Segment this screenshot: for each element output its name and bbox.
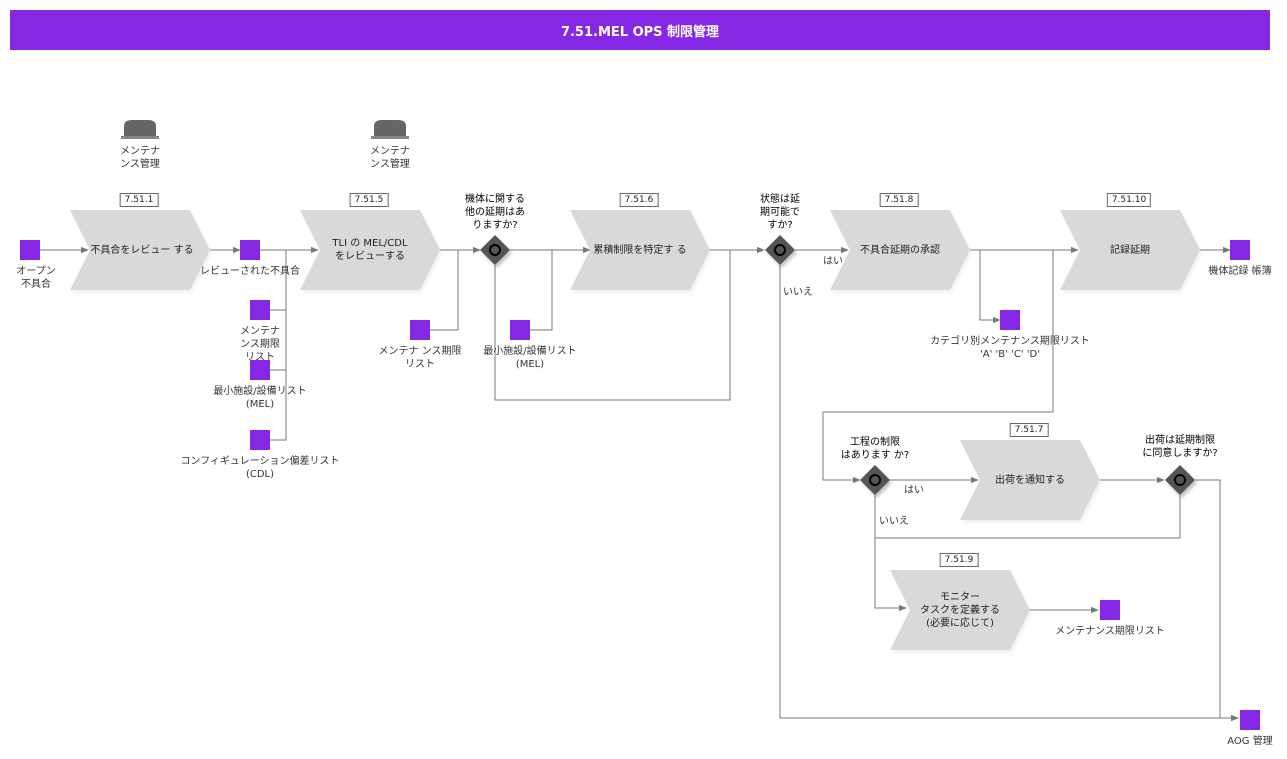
gateway-g2[interactable] — [765, 235, 795, 265]
gateway-question: 出荷は延期制限 に同意しますか? — [1142, 435, 1218, 459]
doc-label: 最小施設/設備リスト (MEL) — [213, 386, 307, 410]
step-7-51-10[interactable] — [1060, 210, 1200, 290]
gateway-question: 機体に関する 他の延期はあ りますか? — [465, 194, 525, 231]
doc-label: 機体記録 帳簿 — [1208, 266, 1272, 277]
doc-label: オープン 不具合 — [16, 266, 56, 290]
step-label: 不具合をレビュー する — [90, 244, 194, 256]
doc-aog-management[interactable] — [1240, 710, 1260, 730]
gateway-g4[interactable] — [1165, 465, 1195, 495]
flow-g4-to-aog — [1195, 479, 1239, 722]
flow-s4-to-cat — [979, 250, 1001, 324]
step-label: 累積制限を特定す る — [593, 244, 687, 256]
doc-mel[interactable] — [250, 360, 270, 380]
doc-category-limit-list[interactable] — [1000, 310, 1020, 330]
step-id-tag: 7.51.9 — [939, 553, 979, 567]
edge-label-no: いいえ — [879, 516, 909, 527]
role-label: メンテナ ンス管理 — [370, 146, 410, 170]
doc-label: コンフィギュレーション偏差リスト (CDL) — [180, 456, 340, 480]
flow-mel2-to-s3 — [530, 250, 553, 331]
step-id-tag: 7.51.10 — [1106, 193, 1152, 207]
doc-label: AOG 管理 — [1227, 736, 1273, 747]
doc-mel[interactable] — [510, 320, 530, 340]
doc-label: カテゴリ別メンテナンス期限リスト 'A' 'B' 'C' 'D' — [930, 336, 1090, 360]
doc-reviewed-defect[interactable] — [240, 240, 260, 260]
gateways — [480, 235, 1195, 495]
edge-label-yes: はい — [823, 256, 843, 267]
role-hat-icon — [371, 120, 409, 139]
doc-cdl[interactable] — [250, 430, 270, 450]
step-7-51-6[interactable] — [570, 210, 710, 290]
step-label: 記録延期 — [1110, 244, 1150, 256]
doc-maintenance-limit-list[interactable] — [410, 320, 430, 340]
role-label: メンテナ ンス管理 — [120, 146, 160, 170]
doc-label: メンテナ ンス期限 リスト — [240, 326, 280, 363]
step-label: 不具合延期の承認 — [860, 244, 940, 256]
step-label: 出荷を通知する — [995, 474, 1065, 486]
step-label: モニター タスクを定義する (必要に応じて) — [920, 591, 1000, 629]
doc-open-defect[interactable] — [20, 240, 40, 260]
step-7-51-5[interactable] — [300, 210, 440, 290]
step-7-51-1[interactable] — [70, 210, 210, 290]
doc-maintenance-limit-list[interactable] — [250, 300, 270, 320]
doc-maintenance-limit-list[interactable] — [1100, 600, 1120, 620]
step-label: TLI の MEL/CDL をレビューする — [332, 238, 408, 262]
flow-s4-to-g3 — [822, 250, 1054, 484]
gateway-g1[interactable] — [480, 235, 510, 265]
gateway-g3[interactable] — [860, 465, 890, 495]
doc-label: メンテナ ンス期限 リスト — [378, 346, 462, 370]
page-title: 7.51.MEL OPS 制限管理 — [560, 24, 720, 40]
doc-label: レビューされた不具合 — [200, 266, 300, 277]
gateway-question: 工程の制限 はあります か? — [840, 437, 910, 461]
flow-g1-bypass — [494, 250, 731, 401]
edge-label-yes: はい — [904, 485, 924, 496]
flow-g2-to-aog — [779, 265, 1239, 722]
flow-g4-no — [875, 495, 1181, 539]
step-id-tag: 7.51.1 — [119, 193, 159, 207]
doc-label: 最小施設/設備リスト (MEL) — [483, 346, 577, 370]
title-bar: 7.51.MEL OPS 制限管理 — [10, 10, 1270, 50]
step-id-tag: 7.51.6 — [619, 193, 659, 207]
step-id-tag: 7.51.8 — [879, 193, 919, 207]
doc-aircraft-logbook[interactable] — [1230, 240, 1250, 260]
flow-inputs-bracket — [270, 309, 287, 441]
flow-mtl2-to-g1 — [430, 250, 459, 331]
gateway-question: 状態は延 期可能で すか? — [760, 194, 800, 231]
doc-label: メンテナンス期限リスト — [1055, 626, 1165, 637]
step-7-51-7[interactable] — [960, 440, 1100, 520]
step-7-51-8[interactable] — [830, 210, 970, 290]
step-id-tag: 7.51.7 — [1009, 423, 1049, 437]
flow-g3-to-s7 — [874, 495, 907, 612]
step-id-tag: 7.51.5 — [349, 193, 389, 207]
step-7-51-9[interactable] — [890, 570, 1030, 650]
edge-label-no: いいえ — [783, 287, 813, 298]
role-hat-icon — [121, 120, 159, 139]
